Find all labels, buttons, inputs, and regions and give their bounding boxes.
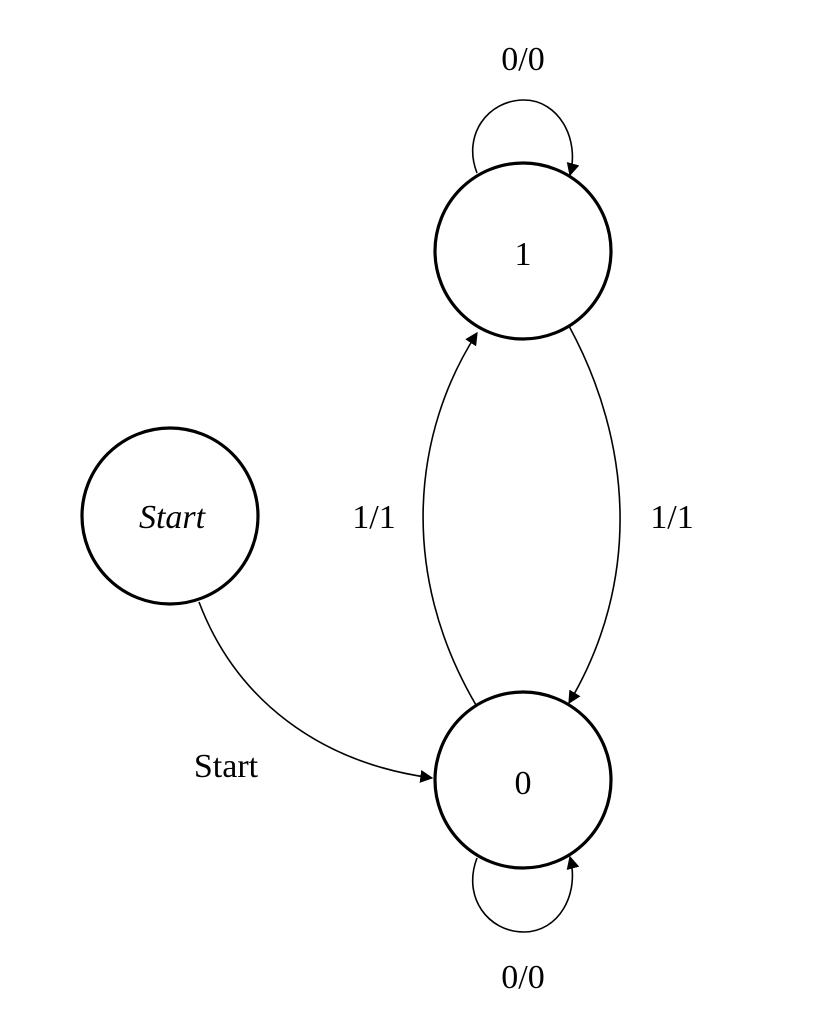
edge-label-one-to-zero: 1/1: [650, 499, 693, 536]
state-zero-circle: [433, 690, 613, 870]
edge-start-to-zero: [198, 601, 434, 783]
edge-label-one-self-loop: 0/0: [501, 41, 544, 78]
state-one-circle: [433, 161, 613, 341]
edge-label-zero-self-loop: 0/0: [501, 959, 544, 996]
edge-one-to-zero: [568, 325, 621, 705]
edge-zero-self-loop: [471, 855, 580, 933]
state-zero: 0: [433, 690, 613, 870]
state-start-circle: [80, 426, 260, 606]
state-one: 1: [433, 161, 613, 341]
edge-label-start: Start: [194, 748, 259, 785]
edge-one-self-loop: [471, 99, 580, 177]
state-zero-label: 0: [515, 765, 532, 802]
state-start-label: Start: [139, 499, 207, 536]
state-one-label: 1: [515, 236, 532, 273]
edge-label-zero-to-one: 1/1: [352, 499, 395, 536]
edge-zero-to-one: [422, 331, 478, 706]
state-start: Start: [80, 426, 260, 606]
